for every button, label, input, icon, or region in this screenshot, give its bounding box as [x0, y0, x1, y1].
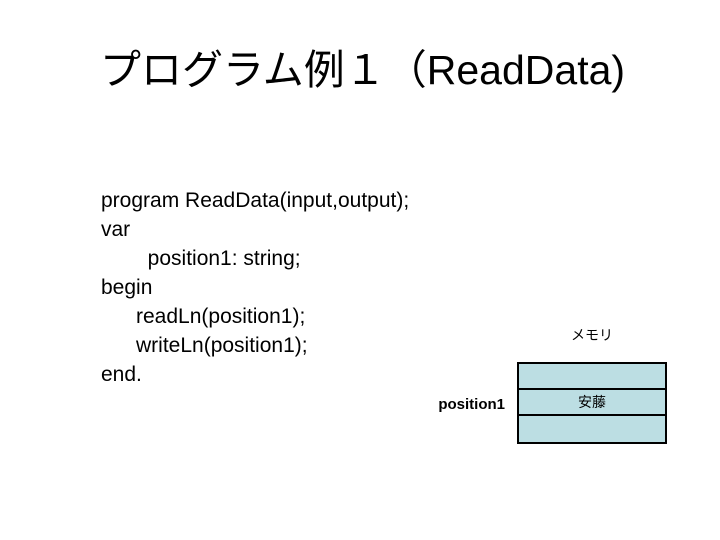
code-line: end.: [101, 363, 142, 386]
code-line: var: [101, 218, 131, 241]
memory-table: 安藤: [517, 362, 667, 444]
memory-cell: [519, 416, 665, 442]
page-title: プログラム例１（ReadData): [100, 47, 626, 93]
memory-cell: 安藤: [519, 390, 665, 416]
code-listing: program ReadData(input,output); var posi…: [101, 186, 501, 389]
code-line: begin: [101, 276, 153, 299]
code-line: writeLn(position1);: [101, 334, 308, 357]
code-line: position1: string;: [101, 247, 301, 270]
code-line: readLn(position1);: [101, 305, 306, 328]
memory-heading: メモリ: [571, 327, 613, 343]
memory-cell: [519, 364, 665, 390]
code-line: program ReadData(input,output);: [101, 189, 410, 212]
variable-pointer-label: position1: [438, 396, 505, 413]
